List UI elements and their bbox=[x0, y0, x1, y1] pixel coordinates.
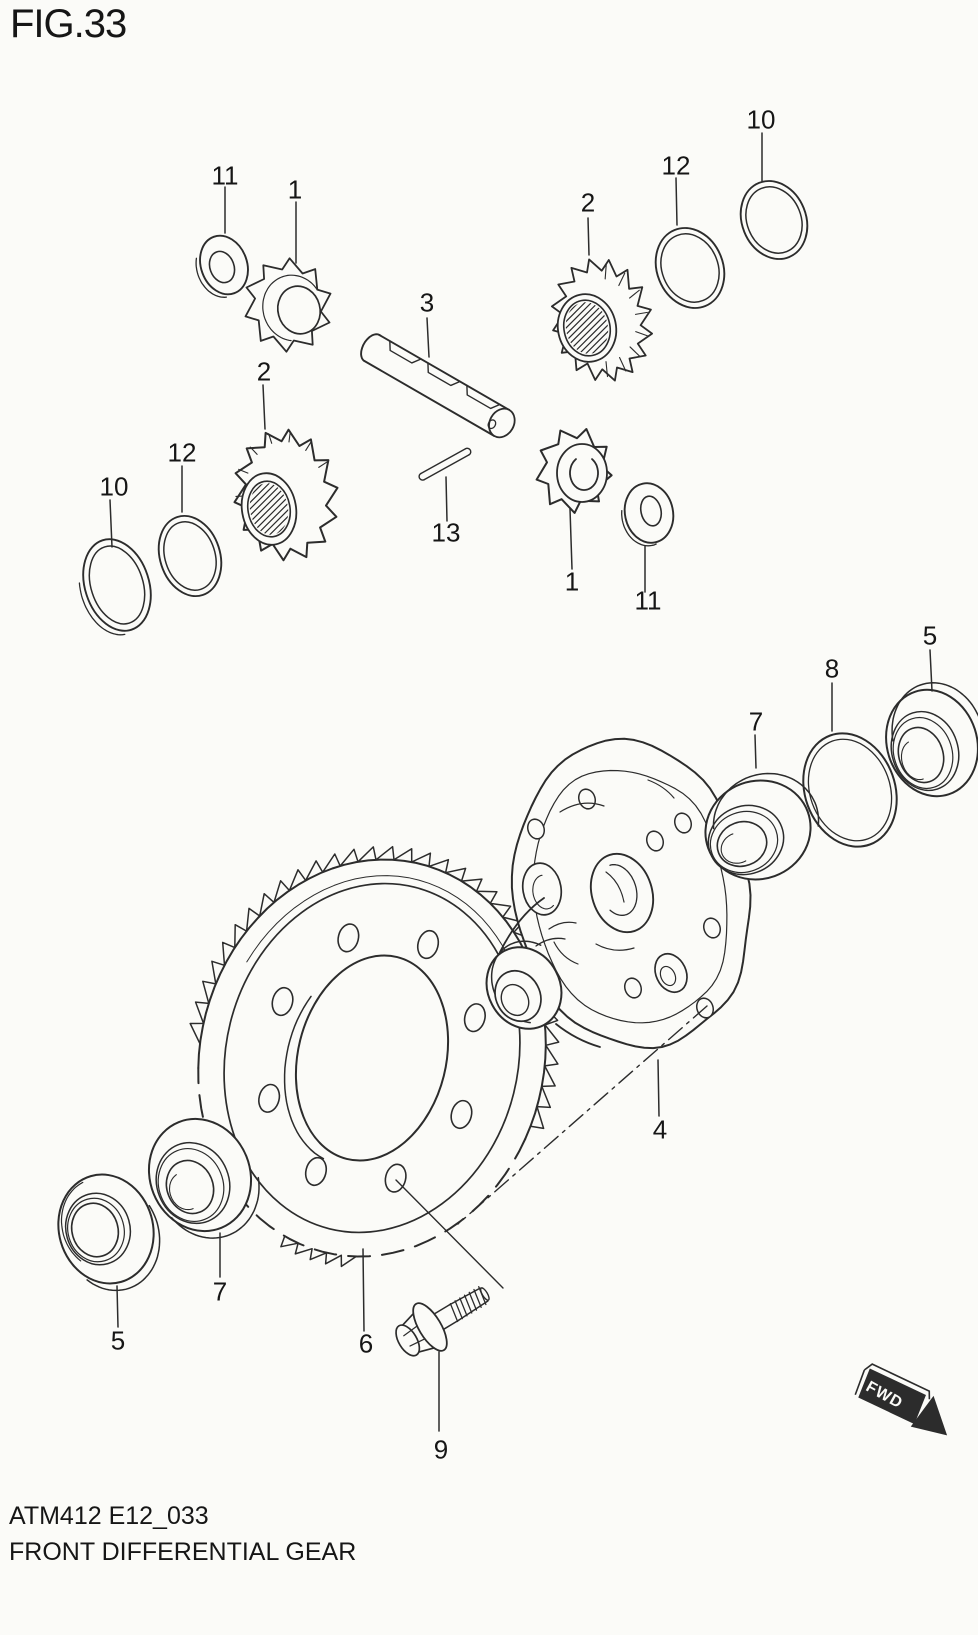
callout-2-b: 2 bbox=[256, 356, 272, 387]
side-bearing-left bbox=[147, 1117, 260, 1239]
assembly-lines bbox=[395, 1005, 708, 1289]
callout-10-a: 10 bbox=[746, 104, 776, 135]
thrust-washer-top bbox=[195, 234, 249, 298]
differential-gear-left bbox=[233, 428, 339, 562]
callout-7-a: 7 bbox=[748, 706, 764, 737]
shim-12-left bbox=[157, 514, 223, 598]
callout-1-b: 1 bbox=[564, 566, 580, 597]
ring-gear-bolt bbox=[395, 1286, 490, 1357]
callout-12-a: 12 bbox=[661, 150, 691, 181]
oil-seal-right bbox=[885, 682, 978, 798]
fwd-direction-marker: FWD bbox=[854, 1363, 948, 1436]
figure-title: FIG.33 bbox=[10, 2, 127, 46]
oil-seal-left bbox=[57, 1173, 161, 1292]
o-ring bbox=[802, 732, 898, 848]
pinion-shaft bbox=[360, 333, 516, 439]
thrust-washer-center bbox=[621, 482, 675, 547]
callout-12-b: 12 bbox=[167, 437, 197, 468]
callout-2-a: 2 bbox=[580, 187, 596, 218]
figure-code: ATM412 E12_033 bbox=[9, 1502, 209, 1530]
side-gear-top bbox=[244, 257, 332, 353]
callout-9: 9 bbox=[433, 1434, 449, 1465]
figure-caption: FRONT DIFFERENTIAL GEAR bbox=[9, 1538, 357, 1566]
callout-3: 3 bbox=[419, 287, 435, 318]
callout-8: 8 bbox=[824, 653, 840, 684]
side-bearing-right bbox=[704, 772, 820, 881]
callout-6: 6 bbox=[358, 1328, 374, 1359]
shim-12-top bbox=[654, 227, 726, 309]
callout-5-a: 5 bbox=[922, 620, 938, 651]
differential-case bbox=[485, 737, 752, 1050]
ring-10-top bbox=[739, 180, 809, 260]
lock-pin bbox=[418, 447, 472, 481]
final-ring-gear bbox=[189, 845, 560, 1268]
callout-1-a: 1 bbox=[287, 174, 303, 205]
callout-5-b: 5 bbox=[110, 1325, 126, 1356]
callout-7-b: 7 bbox=[212, 1276, 228, 1307]
callout-10-b: 10 bbox=[99, 471, 129, 502]
leader-lines bbox=[109, 132, 933, 1432]
callout-4: 4 bbox=[652, 1114, 668, 1145]
callout-13: 13 bbox=[431, 517, 461, 548]
figure-footer: ATM412 E12_033 FRONT DIFFERENTIAL GEAR bbox=[9, 1502, 356, 1567]
pinion-gear-center bbox=[535, 428, 613, 514]
differential-gear-top bbox=[551, 258, 653, 382]
callout-11-b: 11 bbox=[634, 585, 662, 616]
ring-10-left bbox=[78, 538, 152, 636]
callout-11-a: 11 bbox=[211, 160, 239, 191]
